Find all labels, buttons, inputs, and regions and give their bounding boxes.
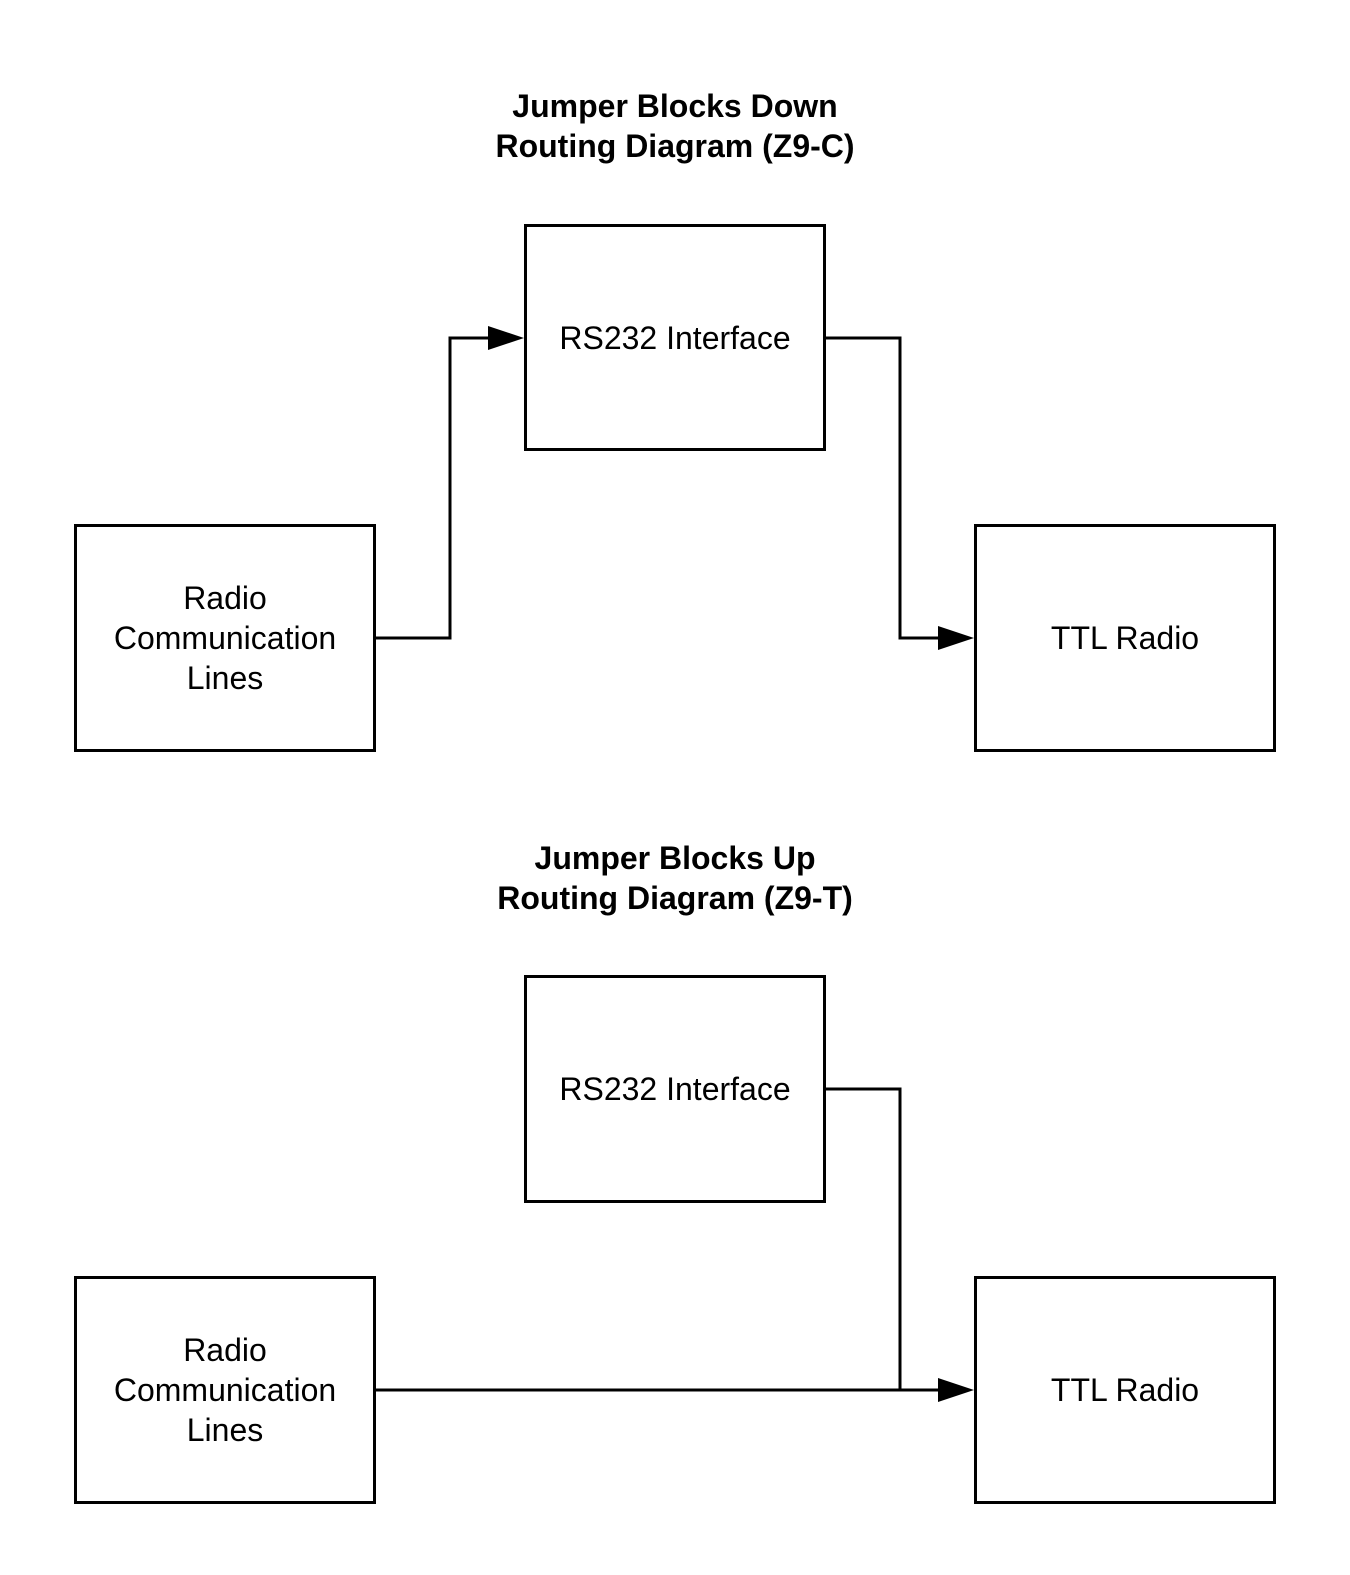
box-label-line: Lines <box>186 660 264 696</box>
diagram-title: Jumper Blocks Up Routing Diagram (Z9-T) <box>0 838 1350 918</box>
rs232-interface-box: RS232 Interface <box>524 975 826 1203</box>
box-label: TTL Radio <box>1050 620 1200 656</box>
connector-radio-to-rs232 <box>375 336 490 640</box>
connector-rs232-to-junction <box>826 1087 902 1390</box>
box-label-line: Communication <box>113 1372 337 1408</box>
arrowhead-into-ttl <box>938 1378 974 1402</box>
radio-communication-lines-box: Radio Communication Lines <box>74 1276 376 1504</box>
box-label-line: Radio <box>183 1332 267 1368</box>
box-label: TTL Radio <box>1050 1372 1200 1408</box>
ttl-radio-box: TTL Radio <box>974 1276 1276 1504</box>
arrowhead-into-rs232 <box>488 326 524 350</box>
title-line: Jumper Blocks Up <box>534 840 816 876</box>
rs232-interface-box: RS232 Interface <box>524 224 826 451</box>
box-label-line: Radio <box>183 580 267 616</box>
connector-rs232-to-ttl <box>826 336 940 640</box>
title-line: Jumper Blocks Down <box>512 88 838 124</box>
box-label-line: Lines <box>186 1412 264 1448</box>
box-label: RS232 Interface <box>559 1071 791 1107</box>
diagram-title: Jumper Blocks Down Routing Diagram (Z9-C… <box>0 86 1350 166</box>
box-label-line: Communication <box>113 620 337 656</box>
box-label: RS232 Interface <box>559 319 791 356</box>
radio-communication-lines-box: Radio Communication Lines <box>74 524 376 752</box>
arrowhead-into-ttl <box>938 626 974 650</box>
ttl-radio-box: TTL Radio <box>974 524 1276 752</box>
title-line: Routing Diagram (Z9-T) <box>497 880 853 916</box>
title-line: Routing Diagram (Z9-C) <box>495 128 855 164</box>
